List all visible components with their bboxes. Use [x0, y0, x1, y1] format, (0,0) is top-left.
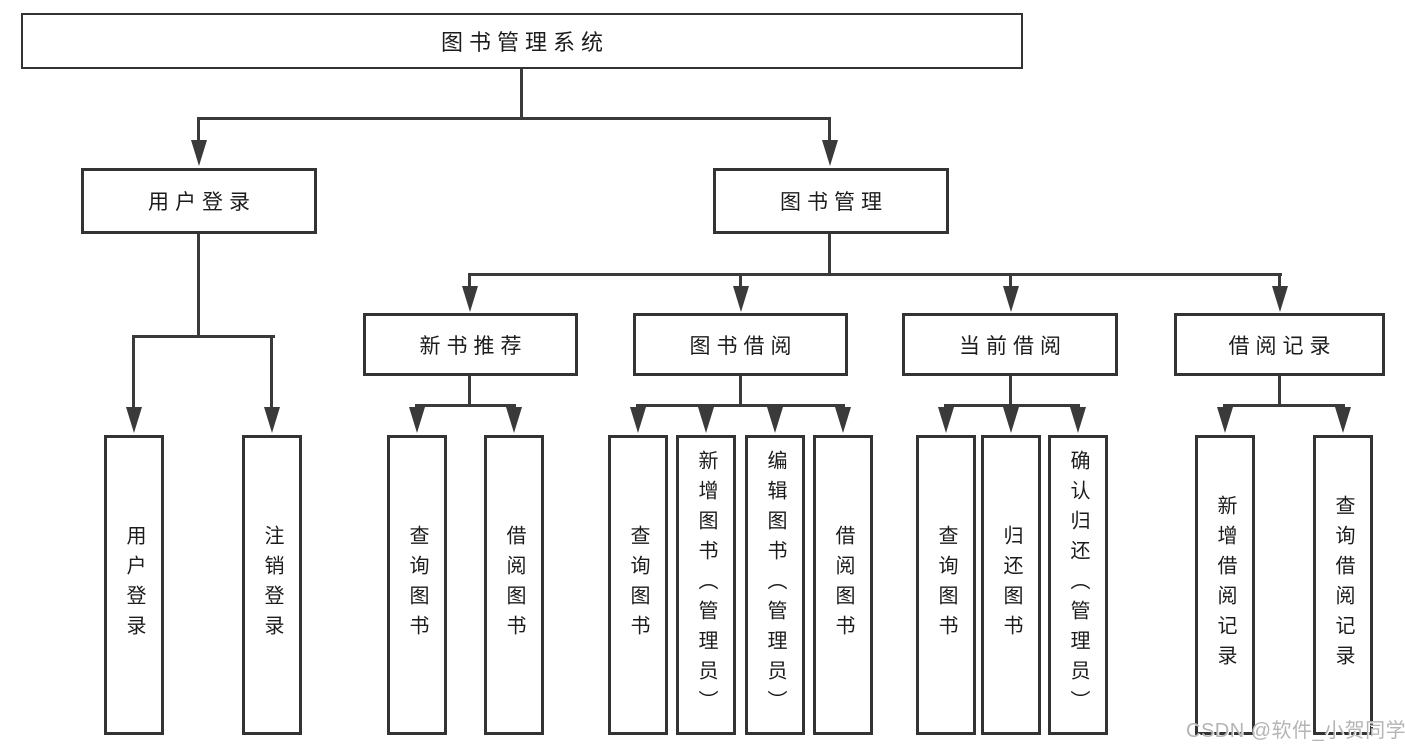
arrow-down-icon — [191, 140, 207, 166]
node-book-management: 图书管理 — [713, 168, 949, 234]
arrow-down-icon — [1003, 407, 1019, 433]
connector-line — [739, 376, 742, 407]
arrow-down-icon — [409, 407, 425, 433]
leaf-add-borrow-record: 新增借阅记录 — [1195, 435, 1255, 735]
connector-line — [1009, 376, 1012, 407]
leaf-query-borrow-record: 查询借阅记录 — [1313, 435, 1373, 735]
arrow-down-icon — [1070, 407, 1086, 433]
arrow-down-icon — [822, 140, 838, 166]
connector-line — [270, 335, 273, 409]
arrow-down-icon — [1003, 286, 1019, 312]
connector-line — [520, 69, 523, 117]
connector-line — [739, 273, 742, 289]
connector-line — [1223, 404, 1345, 407]
leaf-borrow-books: 借阅图书 — [813, 435, 873, 735]
arrow-down-icon — [1217, 407, 1233, 433]
arrow-down-icon — [698, 407, 714, 433]
arrow-down-icon — [462, 286, 478, 312]
leaf-add-books-admin: 新增图书（管理员） — [676, 435, 736, 735]
leaf-return-books: 归还图书 — [981, 435, 1041, 735]
connector-line — [132, 335, 135, 409]
connector-line — [944, 404, 1080, 407]
arrow-down-icon — [1272, 286, 1288, 312]
node-user-login: 用户登录 — [81, 168, 317, 234]
leaf-query-books: 查询图书 — [916, 435, 976, 735]
leaf-confirm-return-admin: 确认归还（管理员） — [1048, 435, 1108, 735]
arrow-down-icon — [1335, 407, 1351, 433]
leaf-borrow-books: 借阅图书 — [484, 435, 544, 735]
csdn-watermark: CSDN @软件_小贺同学 — [1186, 720, 1405, 742]
arrow-down-icon — [835, 407, 851, 433]
arrow-down-icon — [630, 407, 646, 433]
connector-line — [415, 404, 516, 407]
arrow-down-icon — [938, 407, 954, 433]
arrow-down-icon — [264, 407, 280, 433]
leaf-edit-books-admin: 编辑图书（管理员） — [745, 435, 805, 735]
connector-line — [468, 273, 471, 289]
arrow-down-icon — [767, 407, 783, 433]
connector-line — [1278, 376, 1281, 407]
connector-line — [828, 234, 831, 276]
node-new-book-recommend: 新书推荐 — [363, 313, 578, 376]
connector-line — [468, 273, 1282, 276]
node-root: 图书管理系统 — [21, 13, 1023, 69]
connector-line — [1009, 273, 1012, 289]
leaf-logout: 注销登录 — [242, 435, 302, 735]
connector-line — [132, 335, 275, 338]
arrow-down-icon — [506, 407, 522, 433]
connector-line — [828, 117, 831, 144]
node-borrow-records: 借阅记录 — [1174, 313, 1385, 376]
node-current-borrow: 当前借阅 — [902, 313, 1118, 376]
node-book-borrow: 图书借阅 — [633, 313, 848, 376]
connector-line — [636, 404, 845, 407]
leaf-query-books: 查询图书 — [387, 435, 447, 735]
leaf-query-books: 查询图书 — [608, 435, 668, 735]
connector-line — [197, 234, 200, 338]
connector-line — [197, 117, 200, 144]
connector-line — [468, 376, 471, 407]
leaf-user-login: 用户登录 — [104, 435, 164, 735]
connector-line — [197, 117, 831, 120]
arrow-down-icon — [126, 407, 142, 433]
arrow-down-icon — [733, 286, 749, 312]
connector-line — [1278, 273, 1281, 289]
